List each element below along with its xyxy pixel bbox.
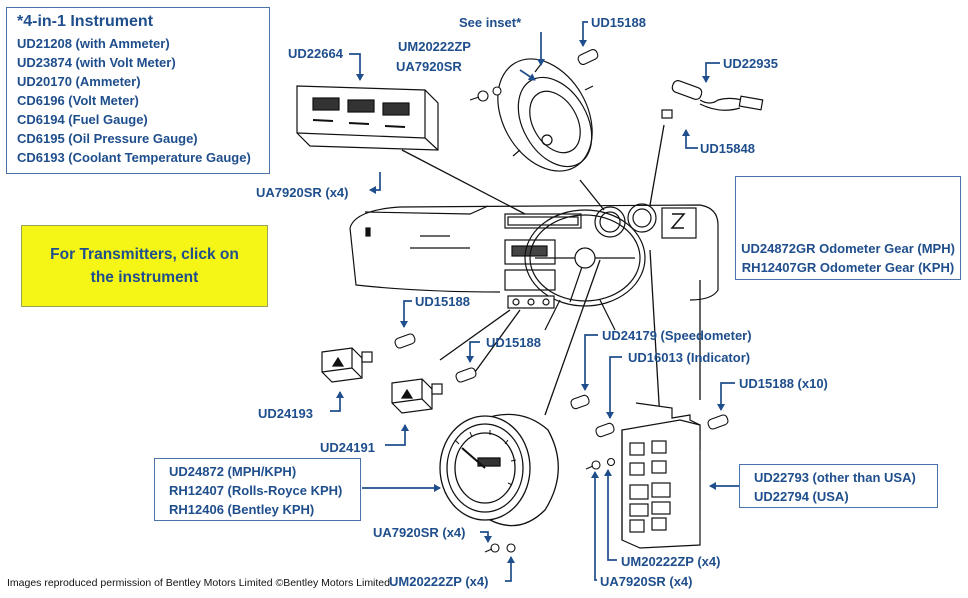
instrument-parts-box: *4-in-1 Instrument UD21208 (with Ammeter… <box>6 7 270 174</box>
copyright-credit: Images reproduced permission of Bentley … <box>7 577 390 589</box>
instrument-item[interactable]: UD21208 (with Ammeter) <box>17 36 170 51</box>
speedometer[interactable] <box>439 413 559 527</box>
label-ud22664[interactable]: UD22664 <box>288 46 343 61</box>
bulb-ud15188-mid2[interactable] <box>455 367 477 383</box>
dashboard <box>349 203 719 331</box>
label-ud16013[interactable]: UD16013 (Indicator) <box>628 350 751 365</box>
label-um20222zp-x4-bottom[interactable]: UM20222ZP (x4) <box>389 574 489 589</box>
switch-ud24193[interactable] <box>321 347 373 383</box>
label-ud15188-top[interactable]: UD15188 <box>591 15 646 30</box>
label-ud24191[interactable]: UD24191 <box>320 440 375 455</box>
label-ud15848[interactable]: UD15848 <box>700 141 755 156</box>
label-ua7920sr-x4-bottom[interactable]: UA7920SR (x4) <box>373 525 466 540</box>
bulb-ud15188-top[interactable] <box>577 48 599 66</box>
four-in-one-instrument[interactable] <box>296 85 439 151</box>
screw-group-right[interactable] <box>585 457 616 470</box>
gear-item-kph[interactable]: RH12407GR Odometer Gear (KPH) <box>741 260 955 275</box>
instrument-item[interactable]: UD23874 (with Volt Meter) <box>17 55 176 70</box>
label-ud15188-x10[interactable]: UD15188 (x10) <box>739 376 828 391</box>
speedo-item[interactable]: UD24872 (MPH/KPH) <box>169 464 297 479</box>
label-um20222zp-top[interactable]: UM20222ZP <box>398 39 471 54</box>
odometer-gear-box: UD24872GR Odometer Gear (MPH) RH12407GR … <box>735 176 961 280</box>
harness-ud22935[interactable] <box>661 79 764 119</box>
bulb-ud16013[interactable] <box>595 422 615 438</box>
speedo-item[interactable]: RH12407 (Rolls-Royce KPH) <box>169 483 343 498</box>
label-ud24193[interactable]: UD24193 <box>258 406 313 421</box>
leader-lines <box>401 124 701 421</box>
label-see-inset[interactable]: See inset* <box>459 15 522 30</box>
screw-group-top[interactable] <box>469 86 502 102</box>
label-um20222zp-x4-right[interactable]: UM20222ZP (x4) <box>621 554 721 569</box>
switch-ud24191[interactable] <box>391 378 443 414</box>
instrument-box-title: *4-in-1 Instrument <box>17 13 154 30</box>
warning-panel-parts-box: UD22793 (other than USA) UD22794 (USA) <box>739 464 938 508</box>
screw-group-bottom[interactable] <box>484 543 516 553</box>
label-ud22935[interactable]: UD22935 <box>723 56 778 71</box>
instrument-item[interactable]: UD20170 (Ammeter) <box>17 74 141 89</box>
instrument-item[interactable]: CD6195 (Oil Pressure Gauge) <box>17 131 198 146</box>
label-ud15188-mid2[interactable]: UD15188 <box>486 335 541 350</box>
bulb-ud15188-x10[interactable] <box>707 414 729 430</box>
panel-item[interactable]: UD22793 (other than USA) <box>754 470 916 485</box>
instrument-item[interactable]: CD6194 (Fuel Gauge) <box>17 112 148 127</box>
callout-arrows <box>330 21 739 582</box>
instrument-item[interactable]: CD6193 (Coolant Temperature Gauge) <box>17 150 251 165</box>
label-ua7920sr-top[interactable]: UA7920SR <box>396 59 462 74</box>
speedometer-parts-box: UD24872 (MPH/KPH) RH12407 (Rolls-Royce K… <box>154 458 361 521</box>
transmitters-line-1: For Transmitters, click on <box>50 246 239 263</box>
speedo-item[interactable]: RH12406 (Bentley KPH) <box>169 502 315 517</box>
label-ud15188-mid[interactable]: UD15188 <box>415 294 470 309</box>
gear-item-mph[interactable]: UD24872GR Odometer Gear (MPH) <box>741 241 955 256</box>
inset-gauge[interactable] <box>479 42 612 188</box>
panel-item[interactable]: UD22794 (USA) <box>754 489 849 504</box>
label-ud24179[interactable]: UD24179 (Speedometer) <box>602 328 752 343</box>
label-ua7920sr-x4-left[interactable]: UA7920SR (x4) <box>256 185 349 200</box>
warning-panel[interactable] <box>621 402 701 549</box>
instrument-item[interactable]: CD6196 (Volt Meter) <box>17 93 139 108</box>
bulb-ud24179[interactable] <box>570 394 590 410</box>
bulb-ud15188-mid[interactable] <box>394 333 416 349</box>
label-ua7920sr-x4-right[interactable]: UA7920SR (x4) <box>600 574 693 589</box>
transmitters-line-2: the instrument <box>90 269 199 286</box>
transmitters-button[interactable]: For Transmitters, click on the instrument <box>21 225 268 307</box>
